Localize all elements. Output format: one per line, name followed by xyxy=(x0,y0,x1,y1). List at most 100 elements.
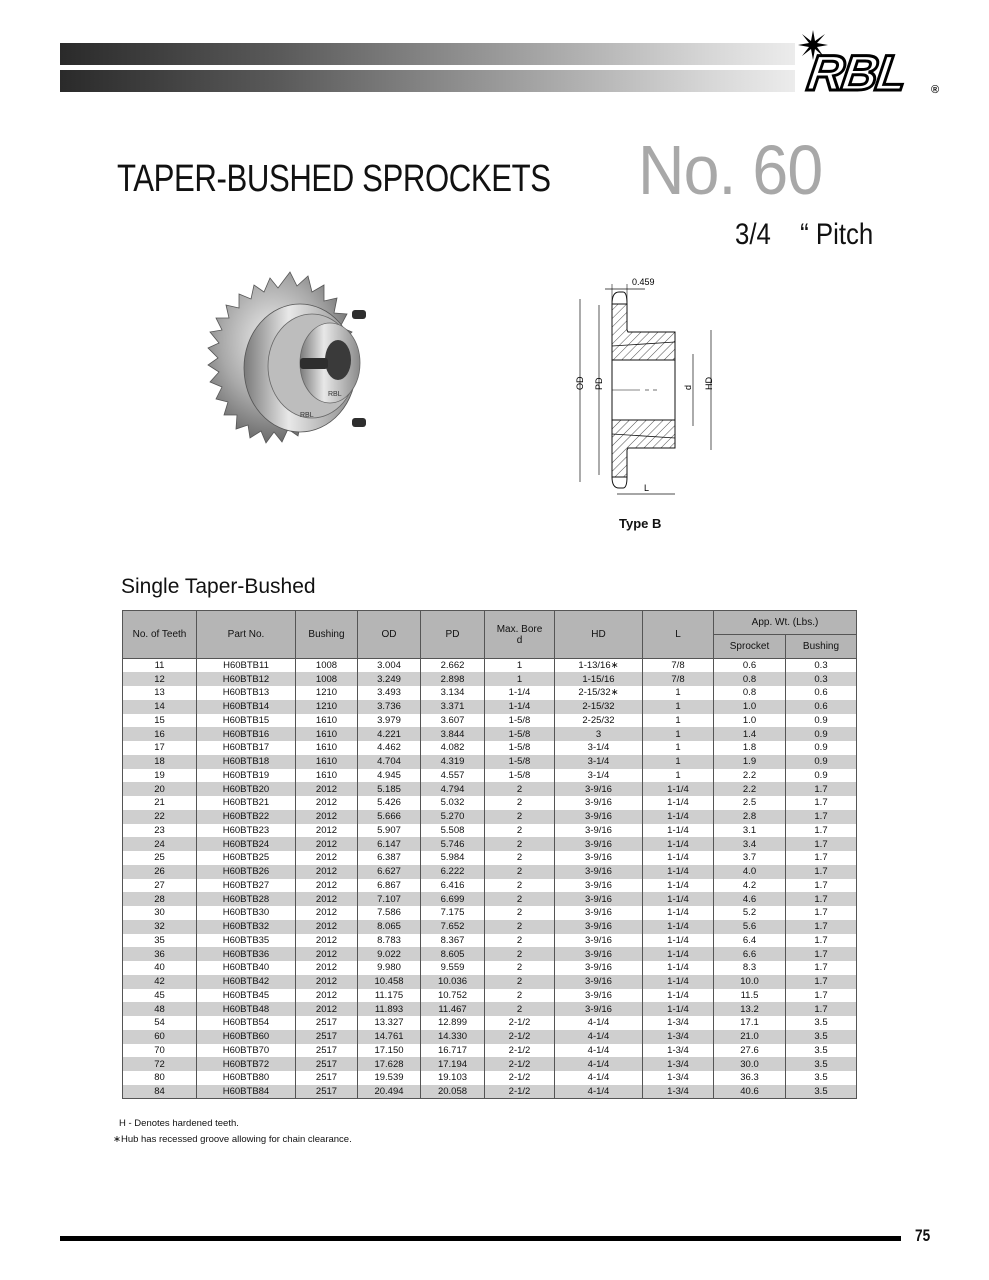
cell-l: 1 xyxy=(642,754,714,769)
cell-max-bore: 2 xyxy=(484,796,555,810)
set-screw-icon xyxy=(300,358,328,369)
cell-od: 9.022 xyxy=(357,947,421,961)
cell-weight-sprocket: 2.5 xyxy=(713,796,786,810)
cell-weight-bushing: 1.7 xyxy=(785,851,857,865)
cell-pd: 8.367 xyxy=(420,933,485,948)
cell-od: 6.147 xyxy=(357,837,421,851)
cell-bushing: 1610 xyxy=(295,727,358,741)
cell-max-bore: 2 xyxy=(484,809,555,824)
cell-od: 6.867 xyxy=(357,878,421,893)
cell-weight-bushing: 0.3 xyxy=(785,658,857,673)
cell-part-no: H60BTB11 xyxy=(196,658,296,673)
cell-od: 8.783 xyxy=(357,933,421,948)
cell-od: 19.539 xyxy=(357,1071,421,1085)
cell-max-bore: 1 xyxy=(484,672,555,686)
cell-teeth: 22 xyxy=(122,809,197,824)
cell-part-no: H60BTB18 xyxy=(196,754,296,769)
cell-pd: 7.652 xyxy=(420,919,485,934)
header-gradient-bar-top xyxy=(60,43,795,65)
cell-part-no: H60BTB42 xyxy=(196,974,296,989)
cell-pd: 5.270 xyxy=(420,809,485,824)
cell-bushing: 2012 xyxy=(295,878,358,893)
cell-part-no: H60BTB45 xyxy=(196,988,296,1003)
cell-bushing: 2517 xyxy=(295,1029,358,1044)
cell-part-no: H60BTB25 xyxy=(196,851,296,865)
cell-pd: 2.662 xyxy=(420,658,485,673)
cell-pd: 10.752 xyxy=(420,988,485,1003)
section-title: Single Taper-Bushed xyxy=(121,575,316,598)
cell-l: 1-1/4 xyxy=(642,947,714,961)
col-header-hd: HD xyxy=(554,610,643,659)
cell-max-bore: 2 xyxy=(484,823,555,838)
cell-od: 17.628 xyxy=(357,1057,421,1071)
cell-l: 1-3/4 xyxy=(642,1043,714,1058)
cell-max-bore: 2-1/2 xyxy=(484,1016,555,1030)
cell-bushing: 1610 xyxy=(295,768,358,783)
cell-pd: 9.559 xyxy=(420,961,485,975)
cell-hd: 3-9/16 xyxy=(554,878,643,893)
sprocket-photo: RBL RBL xyxy=(207,271,366,444)
col-header-weight-group: App. Wt. (Lbs.) xyxy=(713,610,857,635)
cell-teeth: 45 xyxy=(122,988,197,1003)
cell-weight-sprocket: 30.0 xyxy=(713,1057,786,1071)
col-header-part-no: Part No. xyxy=(196,610,296,659)
cell-max-bore: 2 xyxy=(484,947,555,961)
cell-od: 3.979 xyxy=(357,713,421,728)
cell-bushing: 1008 xyxy=(295,658,358,673)
cell-weight-bushing: 1.7 xyxy=(785,864,857,879)
cell-teeth: 23 xyxy=(122,823,197,838)
cell-weight-sprocket: 5.2 xyxy=(713,906,786,920)
cell-teeth: 20 xyxy=(122,782,197,796)
cell-pd: 11.467 xyxy=(420,1002,485,1016)
cell-teeth: 54 xyxy=(122,1016,197,1030)
cell-teeth: 24 xyxy=(122,837,197,851)
cell-max-bore: 1-1/4 xyxy=(484,686,555,700)
cell-teeth: 14 xyxy=(122,699,197,714)
cell-weight-sprocket: 27.6 xyxy=(713,1043,786,1058)
cell-weight-sprocket: 21.0 xyxy=(713,1029,786,1044)
footnote-hardened: H - Denotes hardened teeth. xyxy=(119,1118,239,1129)
cell-weight-bushing: 3.5 xyxy=(785,1016,857,1030)
cell-teeth: 12 xyxy=(122,672,197,686)
cell-bushing: 2012 xyxy=(295,933,358,948)
cell-max-bore: 2 xyxy=(484,1002,555,1016)
cell-hd: 3-9/16 xyxy=(554,947,643,961)
cell-weight-sprocket: 17.1 xyxy=(713,1016,786,1030)
cell-od: 10.458 xyxy=(357,974,421,989)
cell-max-bore: 2 xyxy=(484,892,555,906)
cell-part-no: H60BTB17 xyxy=(196,741,296,755)
cell-l: 1-3/4 xyxy=(642,1029,714,1044)
cell-pd: 5.508 xyxy=(420,823,485,838)
cell-weight-sprocket: 3.1 xyxy=(713,823,786,838)
cell-l: 1-1/4 xyxy=(642,892,714,906)
cell-od: 3.249 xyxy=(357,672,421,686)
cell-od: 6.627 xyxy=(357,864,421,879)
cell-bushing: 2517 xyxy=(295,1071,358,1085)
cell-pd: 10.036 xyxy=(420,974,485,989)
cell-l: 1-1/4 xyxy=(642,974,714,989)
cell-teeth: 13 xyxy=(122,686,197,700)
cell-l: 1-3/4 xyxy=(642,1016,714,1030)
cell-max-bore: 2-1/2 xyxy=(484,1071,555,1085)
cell-part-no: H60BTB32 xyxy=(196,919,296,934)
cell-part-no: H60BTB40 xyxy=(196,961,296,975)
cell-teeth: 42 xyxy=(122,974,197,989)
cell-weight-sprocket: 13.2 xyxy=(713,1002,786,1016)
col-header-od: OD xyxy=(357,610,421,659)
cell-teeth: 15 xyxy=(122,713,197,728)
cell-weight-bushing: 0.9 xyxy=(785,713,857,728)
cell-part-no: H60BTB28 xyxy=(196,892,296,906)
cell-weight-bushing: 1.7 xyxy=(785,961,857,975)
cell-l: 1 xyxy=(642,727,714,741)
cell-hd: 3-9/16 xyxy=(554,988,643,1003)
cell-bushing: 2012 xyxy=(295,864,358,879)
footer-rule xyxy=(60,1236,901,1241)
cell-max-bore: 1-5/8 xyxy=(484,754,555,769)
cell-od: 3.736 xyxy=(357,699,421,714)
cell-od: 8.065 xyxy=(357,919,421,934)
